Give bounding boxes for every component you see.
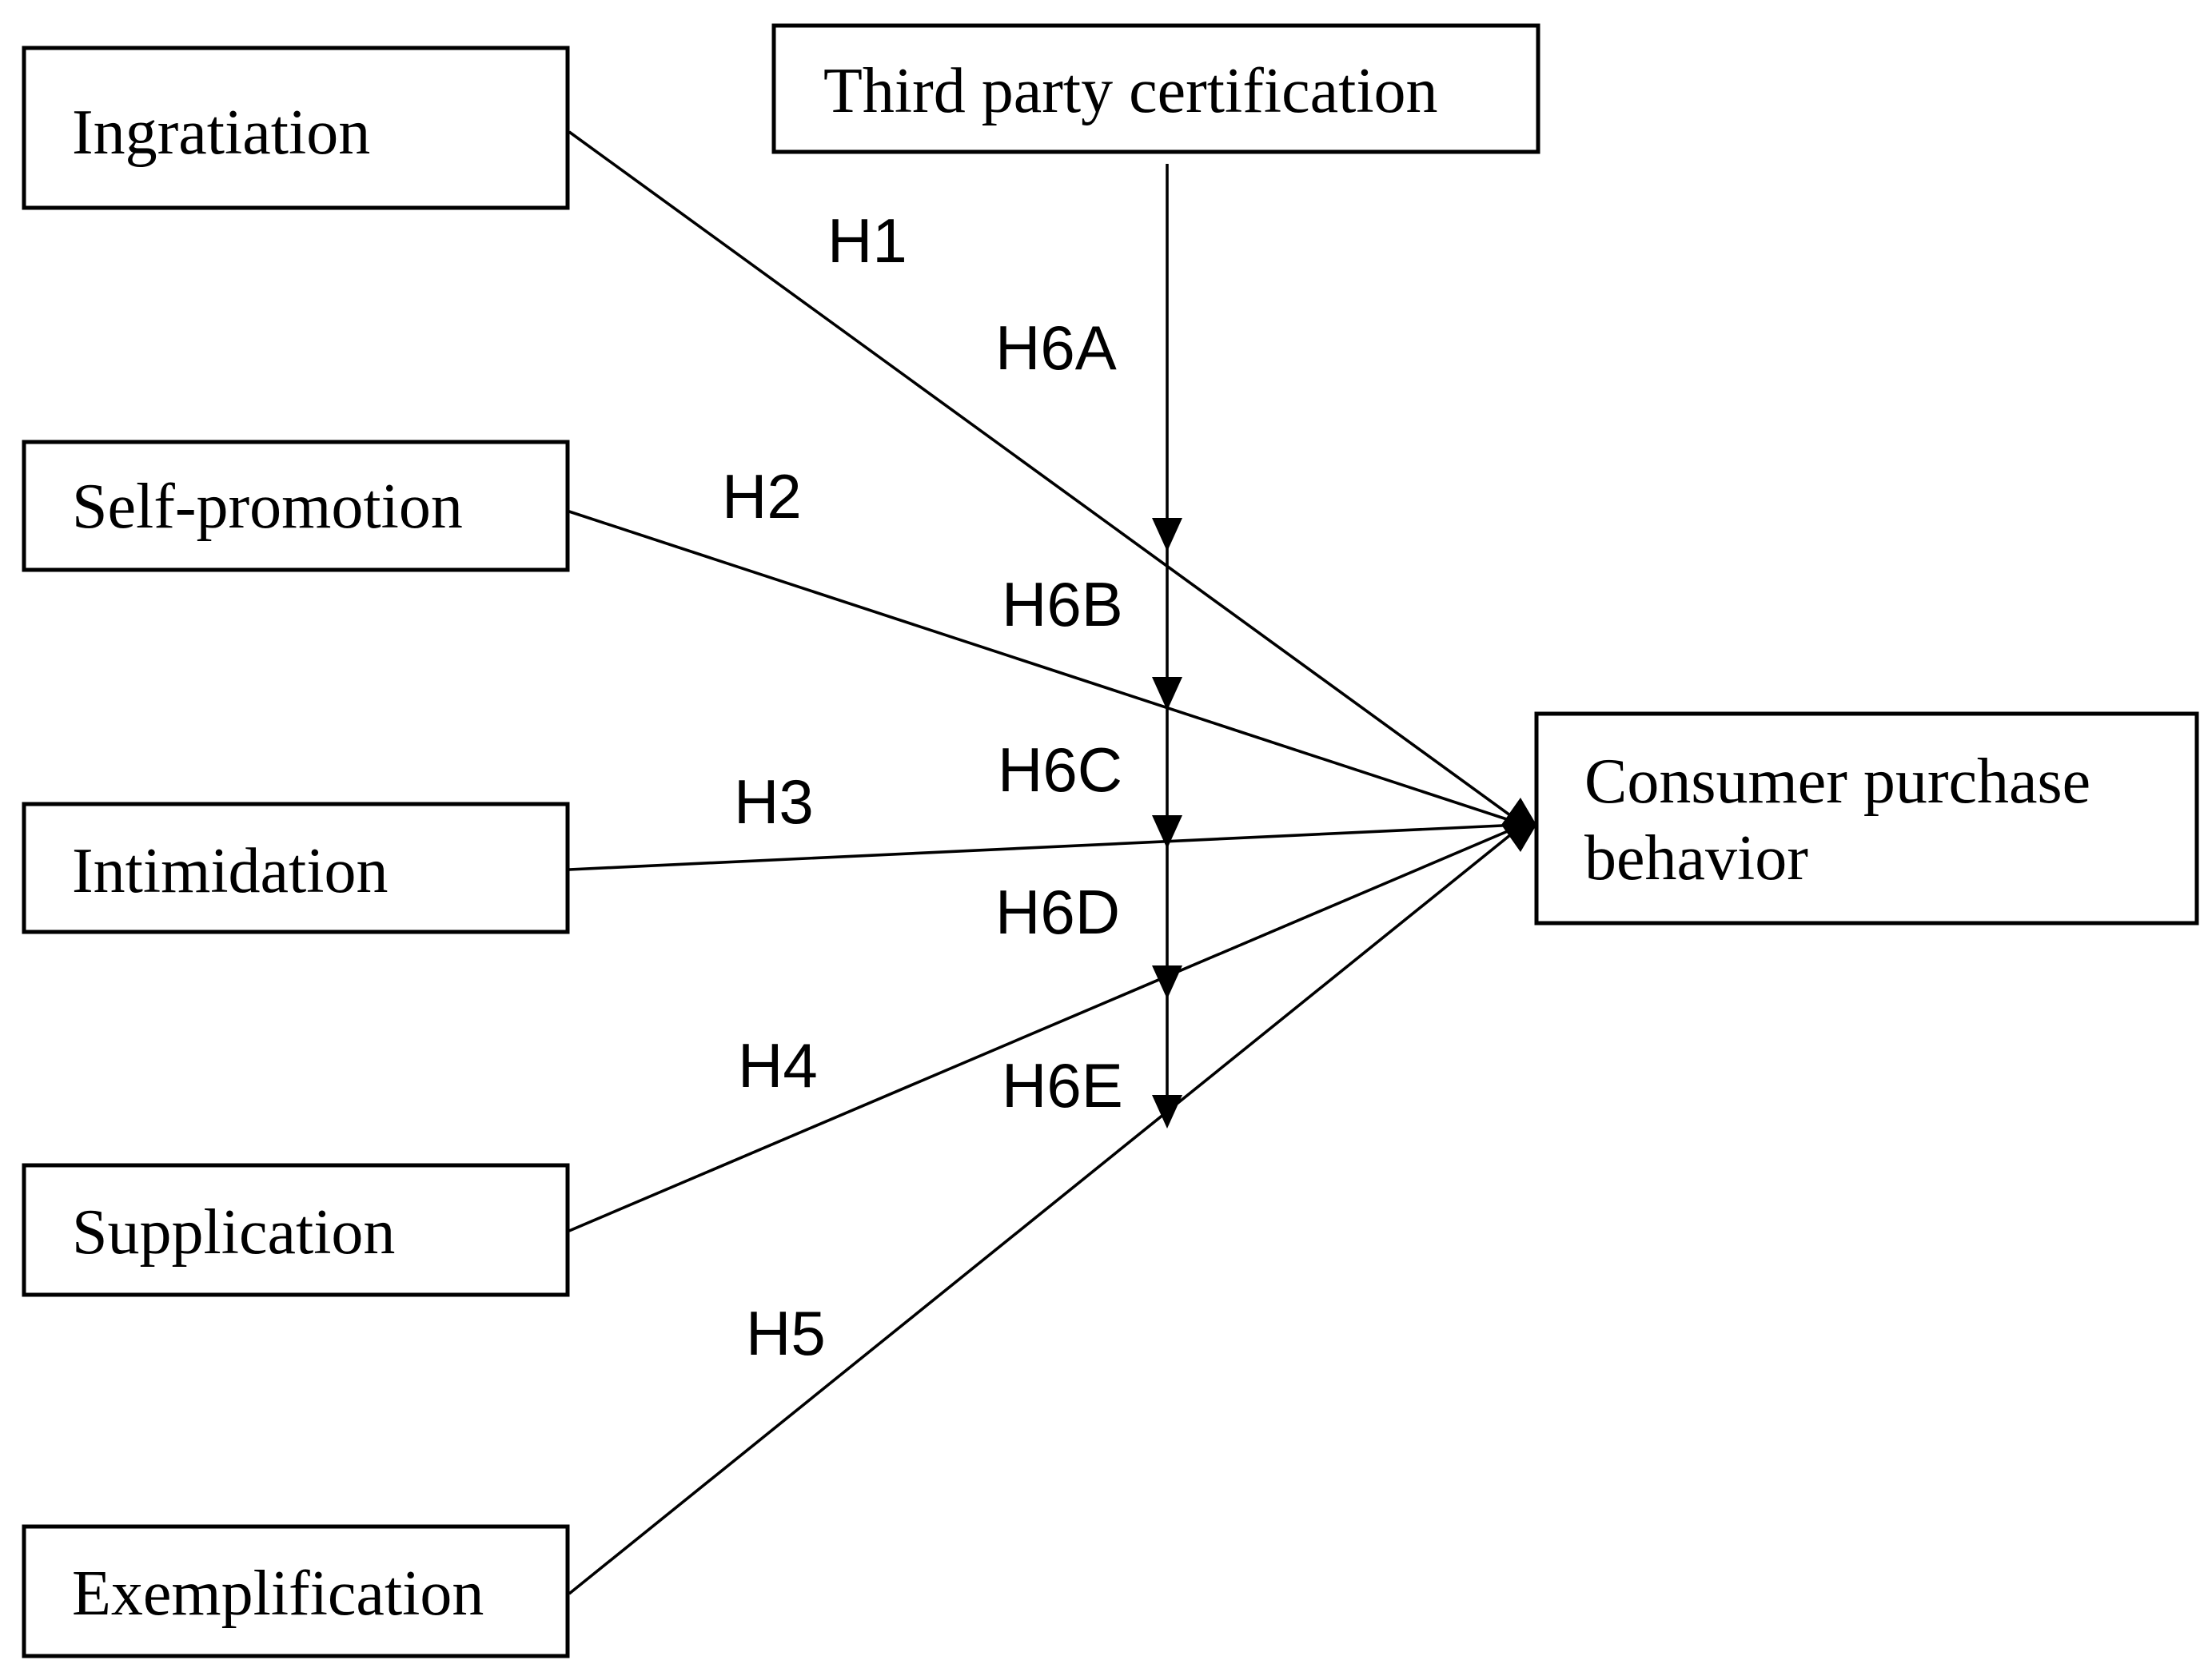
hypothesis-h6a: H6A	[995, 313, 1117, 383]
edge-self-promotion-to-consumer	[568, 510, 1520, 825]
h6b-arrowhead	[1152, 677, 1182, 711]
edge-supplication-to-consumer	[568, 825, 1520, 1232]
hypothesis-h6c: H6C	[998, 735, 1122, 805]
h6e-arrowhead	[1152, 1095, 1182, 1129]
hypothesis-h6b: H6B	[1002, 569, 1123, 639]
box-supplication: Supplication	[22, 1163, 570, 1297]
hypothesis-h6d: H6D	[995, 877, 1120, 947]
box-third-party-label: Third party certification	[823, 56, 1438, 126]
edge-intimidation-to-consumer	[568, 823, 1520, 871]
box-ingratiation-label: Ingratiation	[72, 98, 370, 168]
edge-exemplification-to-consumer	[568, 826, 1520, 1595]
edge-ingratiation-to-consumer	[568, 130, 1520, 823]
consumer-arrowhead	[1501, 798, 1536, 852]
box-self-promotion-label: Self-promotion	[72, 472, 463, 542]
h6c-arrowhead	[1152, 815, 1182, 849]
box-third-party-certification: Third party certification	[771, 23, 1540, 154]
h6a-arrowhead	[1152, 518, 1182, 551]
hypothesis-h6e: H6E	[1002, 1050, 1123, 1121]
hypothesis-h1: H1	[827, 205, 907, 276]
box-self-promotion: Self-promotion	[22, 440, 570, 572]
box-exemplification: Exemplification	[22, 1524, 570, 1658]
box-consumer-purchase-behavior: Consumer purchase behavior	[1534, 711, 2199, 926]
box-intimidation-label: Intimidation	[72, 836, 389, 906]
hypothesis-h4: H4	[738, 1030, 818, 1101]
box-consumer-label-line2: behavior	[1584, 823, 1808, 894]
hypothesis-h3: H3	[734, 766, 814, 837]
hypothesis-h2: H2	[722, 461, 802, 531]
box-consumer-label-line1: Consumer purchase	[1584, 746, 2090, 817]
box-intimidation: Intimidation	[22, 802, 570, 934]
hypothesis-h5: H5	[746, 1298, 826, 1368]
h6d-arrowhead	[1152, 965, 1182, 999]
box-exemplification-label: Exemplification	[72, 1559, 484, 1629]
box-ingratiation: Ingratiation	[22, 46, 570, 210]
box-supplication-label: Supplication	[72, 1197, 395, 1268]
